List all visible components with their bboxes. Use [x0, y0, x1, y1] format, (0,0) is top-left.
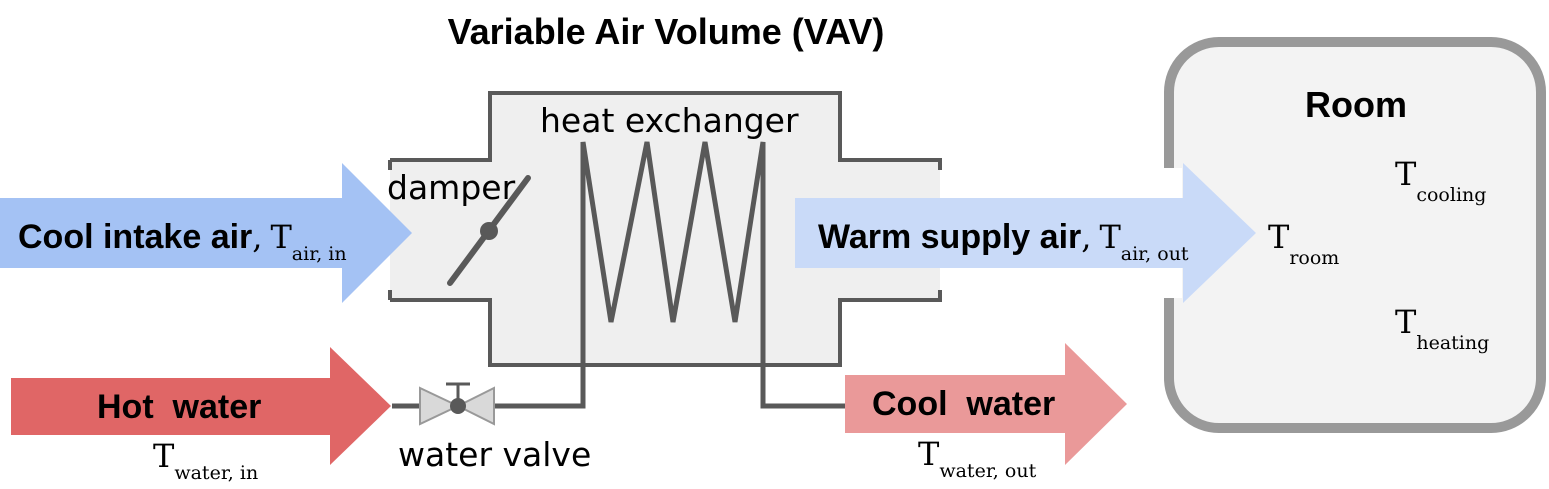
cooling-setpoint: Tcooling — [1395, 155, 1486, 206]
warm-supply-air-arrow — [795, 163, 1256, 303]
hot-water-temperature: Twater, in — [153, 437, 258, 484]
warm-supply-air-label: Warm supply air,Tair, out — [818, 218, 1189, 265]
cool-water-temperature: Twater, out — [918, 435, 1037, 482]
water-valve-label: water valve — [398, 435, 591, 474]
hot-water-label: Hot water — [97, 388, 261, 426]
heating-setpoint: Theating — [1395, 303, 1489, 354]
cool-water-label: Cool water — [872, 385, 1055, 423]
room-label: Room — [1305, 84, 1407, 125]
damper-label: damper — [387, 168, 516, 207]
cool-water-arrow — [845, 343, 1127, 465]
heat-exchanger-label: heat exchanger — [540, 101, 799, 140]
heat-exchanger-box — [490, 93, 840, 365]
room-temperature: Troom — [1268, 218, 1339, 269]
diagram-title: Variable Air Volume (VAV) — [448, 11, 885, 52]
hot-water-arrow — [11, 347, 391, 465]
water-valve-icon — [419, 382, 495, 426]
coil-and-pipes — [392, 141, 850, 409]
housing-outline — [390, 91, 942, 367]
cool-intake-air-arrow — [0, 163, 412, 303]
duct-inlet-stubs — [388, 160, 942, 300]
cool-intake-air-label: Cool intake air,Tair, in — [18, 218, 347, 265]
damper-blade — [447, 175, 531, 286]
room-box — [1158, 37, 1546, 433]
